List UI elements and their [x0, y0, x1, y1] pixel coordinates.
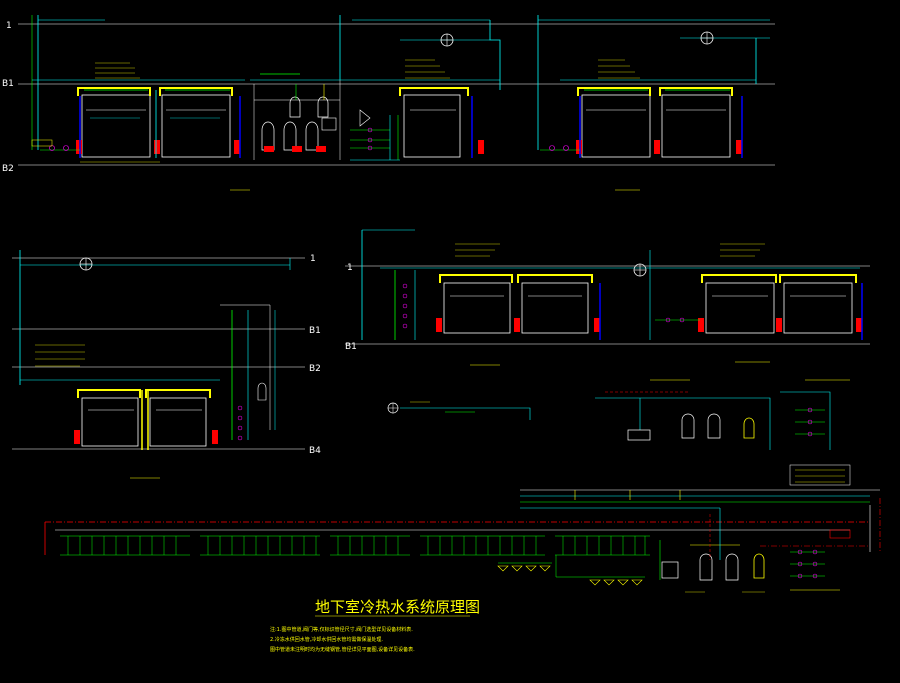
- system-top-right: [537, 15, 770, 191]
- chiller-unit: [81, 94, 151, 158]
- chiller-unit: [403, 94, 461, 158]
- level-label-roof-left: 1: [310, 254, 316, 264]
- system-top-mid: [399, 59, 484, 158]
- drawing-title: 地下室冷热水系统原理图: [315, 598, 480, 616]
- drawing-note-3: 图中管道未注明时均为无缝钢管,管径详见平面图,设备详见设备表.: [270, 646, 415, 653]
- equipment-right-lower: [661, 464, 851, 593]
- chiller-unit: [443, 282, 511, 334]
- level-label-b1-right: B1: [345, 342, 357, 352]
- system-top-center: [250, 15, 501, 161]
- system-middle-left: [19, 250, 291, 479]
- system-fan-line: [387, 401, 531, 420]
- level-label-b2-top: B2: [2, 164, 14, 174]
- level-label-b2-left: B2: [309, 364, 321, 374]
- chiller-unit: [705, 282, 775, 334]
- distribution-manifold: [44, 489, 881, 586]
- pump-red: [154, 140, 160, 154]
- drawing-note-1: 注:1.图中管道,阀门等,仅标识管径尺寸.阀门选型详见设备材料表.: [270, 626, 413, 633]
- chiller-unit: [783, 282, 853, 334]
- level-label-b1-left: B1: [309, 326, 321, 336]
- chiller-unit: [81, 397, 139, 447]
- chiller-unit: [161, 94, 231, 158]
- chiller-unit: [661, 94, 731, 158]
- chiller-unit: [581, 94, 651, 158]
- level-label-roof-top: 1: [6, 21, 12, 31]
- pump-red: [234, 140, 240, 154]
- level-lines: [12, 23, 870, 450]
- equipment-right-upper: [595, 379, 850, 450]
- system-middle-right: [361, 229, 863, 366]
- pump-red: [76, 140, 82, 154]
- system-top-left: [31, 15, 250, 191]
- chiller-unit: [149, 397, 207, 447]
- level-label-b1-top: B1: [2, 79, 14, 89]
- chiller-unit: [521, 282, 589, 334]
- level-label-b4-left: B4: [309, 446, 321, 456]
- drawing-note-2: 2.冷冻水供回水管,冷却水供回水管均需做保温处理.: [270, 636, 383, 643]
- level-label-roof-right: 1: [347, 263, 353, 273]
